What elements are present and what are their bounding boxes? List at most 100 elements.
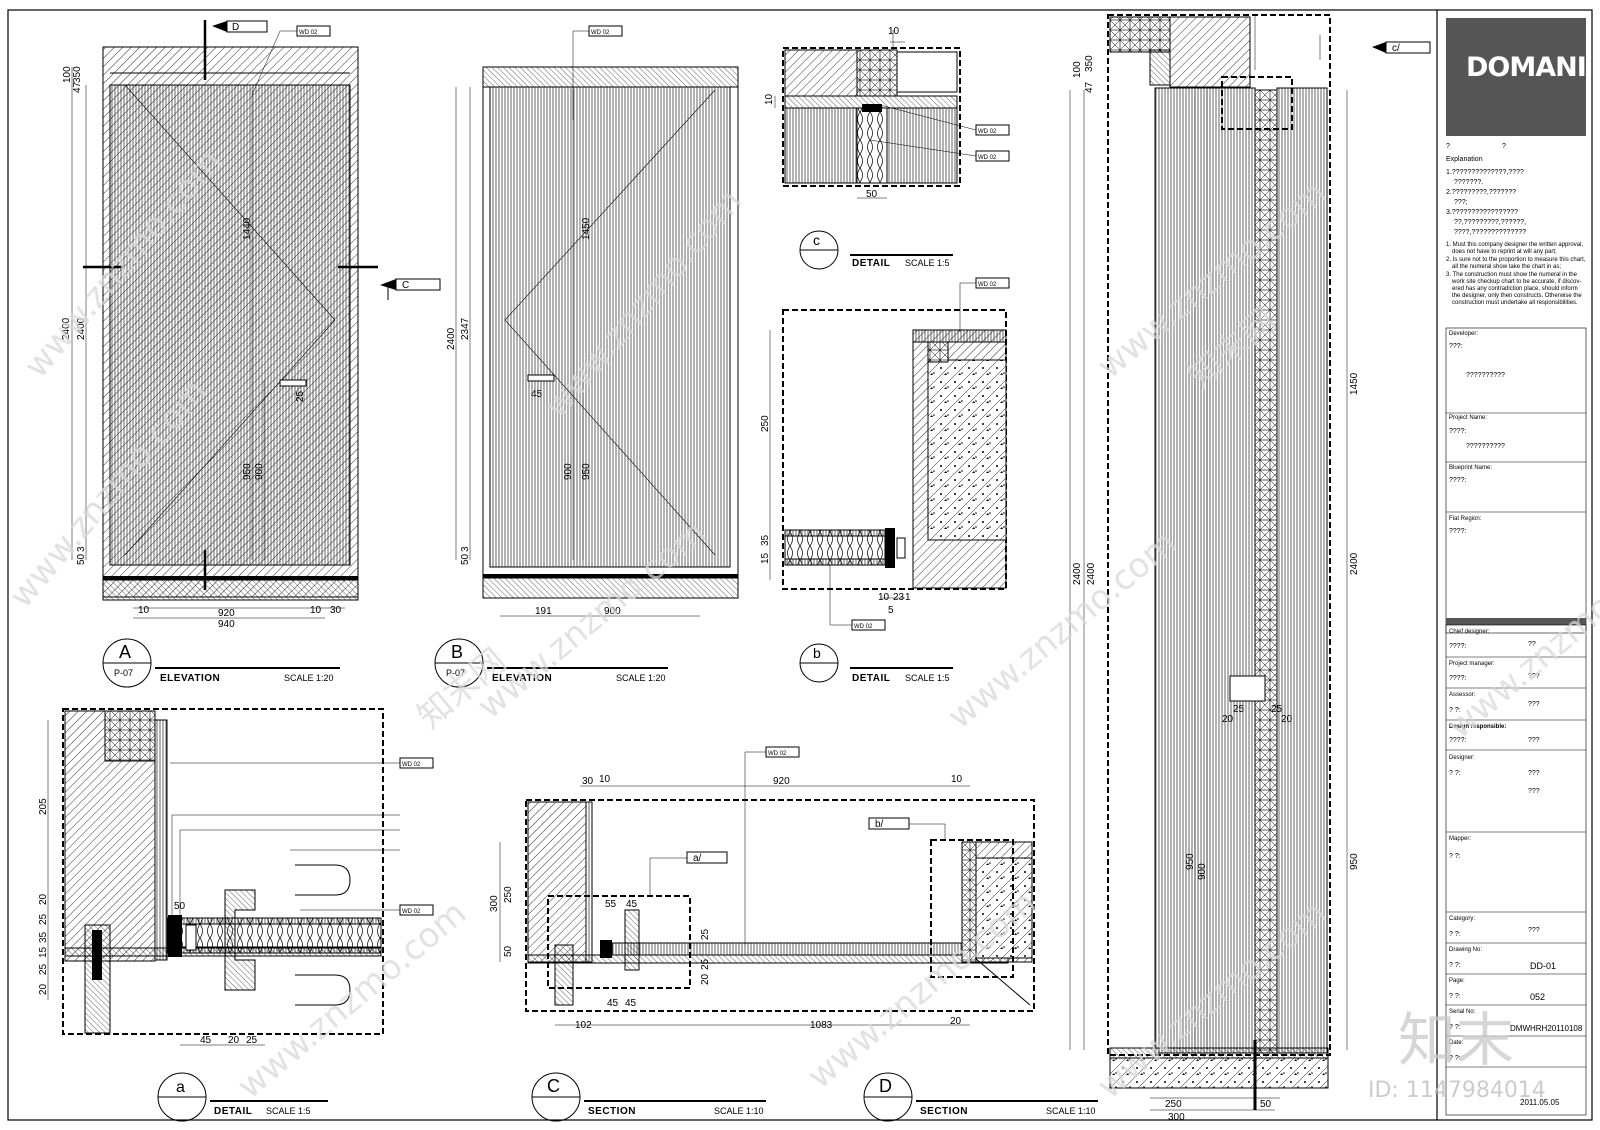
svg-text:www.znzmo.com: www.znzmo.com xyxy=(800,883,1044,1097)
svg-text:47: 47 xyxy=(72,81,83,93)
svg-text:SCALE 1:5: SCALE 1:5 xyxy=(905,673,950,683)
svg-text:102: 102 xyxy=(575,1020,592,1031)
svg-text:1440: 1440 xyxy=(242,217,253,240)
svg-text:50: 50 xyxy=(503,945,514,957)
svg-text:2400: 2400 xyxy=(446,327,457,350)
svg-text:25: 25 xyxy=(1271,704,1283,715)
svg-text:???:: ???: xyxy=(1449,343,1463,350)
svg-text:25: 25 xyxy=(295,390,306,402)
svg-text:55: 55 xyxy=(605,899,617,910)
svg-text:47: 47 xyxy=(1084,81,1095,93)
svg-text:WD 02: WD 02 xyxy=(978,129,997,135)
svg-text:??,?????????,??????,: ??,?????????,??????, xyxy=(1454,219,1526,226)
svg-text:???: ??? xyxy=(1528,927,1540,934)
svg-text:250: 250 xyxy=(760,415,771,432)
svg-text:? ?:: ? ?: xyxy=(1449,1055,1461,1062)
svg-text:23: 23 xyxy=(893,592,905,603)
drawing-number: DD-01 xyxy=(1530,961,1556,971)
svg-text:2. Is sure not to the proporti: 2. Is sure not to the proportion to meas… xyxy=(1446,257,1586,263)
svg-text:10: 10 xyxy=(310,605,322,616)
svg-text:950: 950 xyxy=(1185,853,1196,870)
svg-text:ered has any contradiction pla: ered has any contradiction place, should… xyxy=(1452,286,1578,292)
sheet-border xyxy=(7,9,1593,1121)
svg-text:DETAIL: DETAIL xyxy=(214,1106,252,1117)
svg-text:Developer:: Developer: xyxy=(1449,331,1478,337)
brand-logo: DOMANI xyxy=(1466,52,1586,83)
svg-text:15: 15 xyxy=(760,552,771,564)
svg-text:1450: 1450 xyxy=(1349,372,1360,395)
svg-text:Drawing No:: Drawing No: xyxy=(1449,947,1482,953)
svg-text:1.??????????????,????: 1.??????????????,???? xyxy=(1446,169,1524,176)
svg-text:SCALE 1:20: SCALE 1:20 xyxy=(616,673,666,683)
svg-text:10: 10 xyxy=(878,592,890,603)
svg-text:20: 20 xyxy=(38,893,49,905)
svg-text:Page:: Page: xyxy=(1449,978,1465,984)
svg-text:Design responsible:: Design responsible: xyxy=(1449,724,1506,730)
svg-text:????,??????????????: ????,?????????????? xyxy=(1454,229,1526,236)
view-mark-c-section: C xyxy=(547,1076,560,1096)
cut-tag-c-small: c/ xyxy=(1392,43,1400,54)
svg-text:45: 45 xyxy=(625,998,637,1009)
cut-tag-a: a/ xyxy=(693,853,702,864)
svg-text:P-07: P-07 xyxy=(446,668,465,678)
svg-text:45: 45 xyxy=(607,998,619,1009)
svg-text:DETAIL: DETAIL xyxy=(852,673,890,684)
svg-text:SCALE 1:5: SCALE 1:5 xyxy=(905,258,950,268)
svg-text:950: 950 xyxy=(242,463,253,480)
svg-text:35: 35 xyxy=(38,931,49,943)
svg-text:all the numeral show take the: all the numeral show take the chart in a… xyxy=(1452,264,1561,270)
svg-text:25: 25 xyxy=(1233,704,1245,715)
svg-text:? ?:: ? ?: xyxy=(1449,707,1461,714)
svg-text:work site checkup chart to be: work site checkup chart to be accurate, … xyxy=(1451,279,1581,285)
svg-text:350: 350 xyxy=(72,66,83,83)
cut-tag-c: C xyxy=(402,280,409,291)
section-c: a/ b/ WD 02 30 10 920 10 300 250 50 55 4… xyxy=(489,746,1035,1122)
material-tag: WD 02 xyxy=(299,30,318,36)
svg-text:300: 300 xyxy=(489,895,500,912)
svg-text:??????????: ?????????? xyxy=(1466,372,1505,379)
svg-text:10: 10 xyxy=(888,26,900,37)
svg-text:50: 50 xyxy=(1260,1099,1272,1110)
svg-text:30: 30 xyxy=(330,605,342,616)
svg-text:Mapper:: Mapper: xyxy=(1449,836,1471,842)
svg-text:2400: 2400 xyxy=(1349,552,1360,575)
svg-text:WD 02: WD 02 xyxy=(854,624,873,630)
svg-text:SCALE 1:10: SCALE 1:10 xyxy=(1046,1106,1096,1116)
svg-text:25: 25 xyxy=(700,928,711,940)
svg-text:45: 45 xyxy=(626,899,638,910)
svg-text:Project Name:: Project Name: xyxy=(1449,415,1487,421)
svg-text:20: 20 xyxy=(1281,714,1293,725)
explanation-label: Explanation xyxy=(1446,156,1483,163)
svg-text:25: 25 xyxy=(246,1035,258,1046)
svg-text:100: 100 xyxy=(62,66,73,83)
svg-text:45: 45 xyxy=(200,1035,212,1046)
view-title-a: ELEVATION xyxy=(160,673,220,684)
svg-text:???: ??? xyxy=(1528,770,1540,777)
svg-text:10: 10 xyxy=(599,774,611,785)
svg-text:??: ?? xyxy=(1528,641,1536,648)
elevation-a: D C WD 02 100 350 47 2400 2400 1440 950 … xyxy=(61,20,441,688)
svg-text:1450: 1450 xyxy=(581,217,592,240)
svg-text:30: 30 xyxy=(582,776,594,787)
view-mark-a: A xyxy=(119,642,131,662)
cut-tag-b: b/ xyxy=(875,819,884,830)
svg-text:100: 100 xyxy=(1072,61,1083,78)
title-block: DOMANI ? ? Explanation 1.??????????????,… xyxy=(1436,10,1587,1120)
svg-text:www.znzmo.com: www.znzmo.com xyxy=(1440,533,1600,747)
svg-text:10: 10 xyxy=(951,774,963,785)
svg-text:920: 920 xyxy=(773,776,790,787)
svg-text:20: 20 xyxy=(1222,714,1234,725)
svg-text:Designer:: Designer: xyxy=(1449,755,1475,761)
svg-text:950: 950 xyxy=(581,463,592,480)
svg-text:950: 950 xyxy=(1349,853,1360,870)
svg-text:? ?:: ? ?: xyxy=(1449,770,1461,777)
svg-text:?: ? xyxy=(1446,143,1450,150)
elevation-b: WD 02 2400 2347 1450 900 950 45 50 3 191… xyxy=(434,25,739,688)
svg-text:construction must undertake al: construction must undertake all responsi… xyxy=(1452,300,1578,306)
svg-text:15: 15 xyxy=(38,946,49,958)
svg-text:10: 10 xyxy=(138,605,150,616)
svg-text:????:: ????: xyxy=(1449,428,1467,435)
svg-text:25: 25 xyxy=(38,913,49,925)
svg-text:50: 50 xyxy=(866,189,878,200)
